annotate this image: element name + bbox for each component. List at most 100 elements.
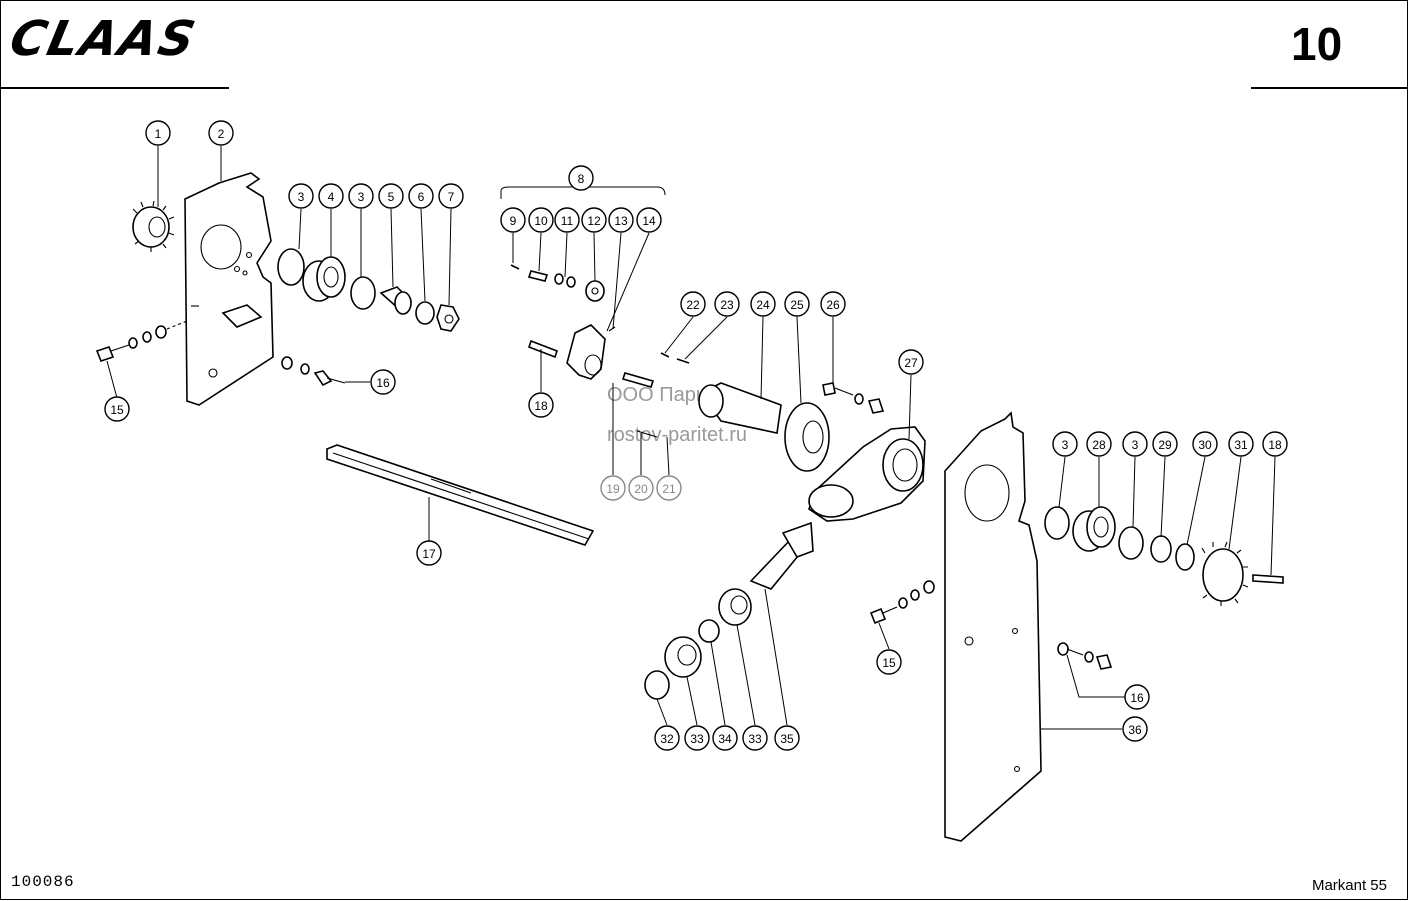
callout-c32: 32 <box>654 725 680 751</box>
callout-label: 21 <box>662 482 676 496</box>
page-number-underline <box>1251 87 1408 89</box>
part-drive-hub-24 <box>698 382 782 434</box>
part-bearing-left <box>302 256 346 302</box>
callout-c34: 34 <box>712 725 738 751</box>
callout-circle <box>898 349 924 375</box>
callout-c19: 19 <box>600 475 626 501</box>
callout-c5: 5 <box>378 183 404 209</box>
callout-label: 31 <box>1234 438 1248 452</box>
callout-label: 3 <box>1062 438 1069 452</box>
callout-label: 20 <box>634 482 648 496</box>
part-pin-19-21 <box>621 372 658 438</box>
callout-circle <box>820 291 846 317</box>
part-bushing-12 <box>585 280 605 302</box>
callout-circle <box>680 291 706 317</box>
callout-circle <box>500 207 526 233</box>
callout-circle <box>742 725 768 751</box>
part-pin-22 <box>660 352 670 358</box>
callout-label: 27 <box>904 356 918 370</box>
callout-c23: 23 <box>714 291 740 317</box>
callout-circle <box>712 725 738 751</box>
part-washer-11 <box>554 273 576 288</box>
callout-c12: 12 <box>581 207 607 233</box>
part-nut-left <box>436 304 460 332</box>
callout-circle <box>528 207 554 233</box>
callout-label: 25 <box>790 298 804 312</box>
callout-label: 3 <box>298 190 305 204</box>
callout-c35: 35 <box>774 725 800 751</box>
callout-circle <box>554 207 580 233</box>
part-bolt-nut-lower-left <box>281 356 346 387</box>
callout-label: 33 <box>748 732 762 746</box>
callout-label: 10 <box>534 214 548 228</box>
callout-circle <box>528 392 554 418</box>
part-long-shaft <box>326 444 595 546</box>
callout-label: 35 <box>780 732 794 746</box>
callout-label: 6 <box>418 190 425 204</box>
part-pin-9 <box>510 264 520 270</box>
callout-c27: 27 <box>898 349 924 375</box>
callout-label: 29 <box>1158 438 1172 452</box>
callout-c21: 21 <box>656 475 682 501</box>
callout-c18b: 18 <box>1262 431 1288 457</box>
part-lock-washer-left <box>415 301 435 325</box>
callout-circle <box>208 120 234 146</box>
part-bearing-33-lower <box>664 636 702 678</box>
callout-label: 12 <box>587 214 601 228</box>
part-bevel-gear-25 <box>784 402 830 472</box>
callout-circle <box>581 207 607 233</box>
callout-circle <box>1192 431 1218 457</box>
part-spacer-34 <box>698 619 720 643</box>
callout-c11: 11 <box>554 207 580 233</box>
callout-c30: 30 <box>1192 431 1218 457</box>
callout-circle <box>408 183 434 209</box>
callout-label: 18 <box>534 399 548 413</box>
callout-label: 13 <box>614 214 628 228</box>
callout-circle <box>318 183 344 209</box>
callout-circle <box>774 725 800 751</box>
part-gear-31 <box>1201 541 1249 606</box>
callout-circle <box>656 475 682 501</box>
part-lever-arm <box>566 324 616 380</box>
callout-label: 15 <box>110 403 124 417</box>
callout-circle <box>288 183 314 209</box>
part-gear-small <box>132 200 175 252</box>
callout-c29: 29 <box>1152 431 1178 457</box>
part-gear-housing-27 <box>808 426 926 522</box>
callout-c3b: 3 <box>348 183 374 209</box>
callout-label: 33 <box>690 732 704 746</box>
callout-c20: 20 <box>628 475 654 501</box>
leader-lines <box>106 146 1276 730</box>
callout-circle <box>1124 684 1150 710</box>
part-bolt-16-right <box>1057 642 1113 670</box>
callout-label: 18 <box>1268 438 1282 452</box>
callout-circle <box>1086 431 1112 457</box>
part-circlip-left-2 <box>350 276 376 310</box>
callout-c16b: 16 <box>1124 684 1150 710</box>
part-circlip-right-2 <box>1118 526 1144 560</box>
callout-label: 22 <box>686 298 700 312</box>
callout-label: 15 <box>882 656 896 670</box>
part-circlip-left-1 <box>277 248 305 286</box>
callout-label: 16 <box>1130 691 1144 705</box>
callout-label: 30 <box>1198 438 1212 452</box>
callout-circle <box>438 183 464 209</box>
callout-label: 8 <box>578 172 585 186</box>
part-pin-10 <box>527 270 549 282</box>
callout-circle <box>636 207 662 233</box>
part-bolt-15-right <box>869 580 935 625</box>
callout-c36: 36 <box>1122 716 1148 742</box>
part-bearing-33-upper <box>718 588 752 626</box>
callout-label: 16 <box>376 376 390 390</box>
callout-circle <box>654 725 680 751</box>
part-pin-18-right <box>1252 574 1284 584</box>
callout-circle <box>348 183 374 209</box>
callout-label: 24 <box>756 298 770 312</box>
part-circlip-right-1 <box>1044 506 1070 540</box>
callout-c3d: 3 <box>1122 431 1148 457</box>
callout-circle <box>104 396 130 422</box>
callout-circle <box>628 475 654 501</box>
callout-c13: 13 <box>608 207 634 233</box>
callout-c1: 1 <box>145 120 171 146</box>
